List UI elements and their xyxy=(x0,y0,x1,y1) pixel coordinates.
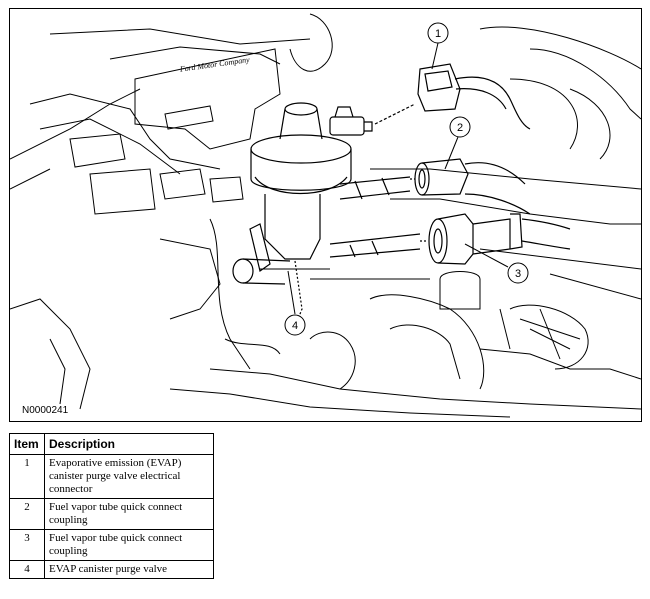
quick-connect-coupling-2 xyxy=(410,158,531,215)
callout-circle-3 xyxy=(507,262,529,284)
legend-item-description: EVAP canister purge valve xyxy=(44,560,214,579)
callout-circle-2 xyxy=(449,116,471,138)
legend-item-description: Evaporative emission (EVAP) canister pur… xyxy=(44,454,214,499)
callout-circle-1 xyxy=(427,22,449,44)
legend-item-number: 4 xyxy=(9,560,45,579)
bracket-lettering: Ford Motor Company xyxy=(178,55,250,74)
engine-line-drawing: Ford Motor Company xyxy=(10,13,641,418)
callout-circle-4 xyxy=(284,314,306,336)
callout-label-2: 2 xyxy=(457,122,463,134)
legend-header-item: Item xyxy=(9,433,45,455)
legend-item-number: 3 xyxy=(9,529,45,561)
callouts: 1 2 3 4 xyxy=(284,22,529,336)
table-row: 2 Fuel vapor tube quick connect coupling xyxy=(9,498,214,530)
figure-code: N0000241 xyxy=(22,405,69,416)
legend-item-number: 2 xyxy=(9,498,45,530)
legend-header-row: Item Description xyxy=(9,433,214,455)
legend-item-description: Fuel vapor tube quick connect coupling xyxy=(44,498,214,530)
legend-item-description: Fuel vapor tube quick connect coupling xyxy=(44,529,214,561)
table-row: 4 EVAP canister purge valve xyxy=(9,560,214,579)
diagram-figure: Ford Motor Company xyxy=(9,8,642,422)
mounting-bracket: Ford Motor Company xyxy=(69,48,281,215)
table-row: 1 Evaporative emission (EVAP) canister p… xyxy=(9,454,214,499)
legend-table: Item Description 1 Evaporative emission … xyxy=(9,433,214,579)
callout-label-4: 4 xyxy=(292,320,298,332)
callout-label-3: 3 xyxy=(515,268,521,280)
callout-label-1: 1 xyxy=(435,28,441,40)
background-structure xyxy=(10,13,641,418)
electrical-connector xyxy=(374,63,531,130)
legend-item-number: 1 xyxy=(9,454,45,499)
purge-valve xyxy=(232,102,421,320)
legend-header-description: Description xyxy=(44,433,214,455)
table-row: 3 Fuel vapor tube quick connect coupling xyxy=(9,529,214,561)
quick-connect-coupling-3 xyxy=(420,213,571,265)
